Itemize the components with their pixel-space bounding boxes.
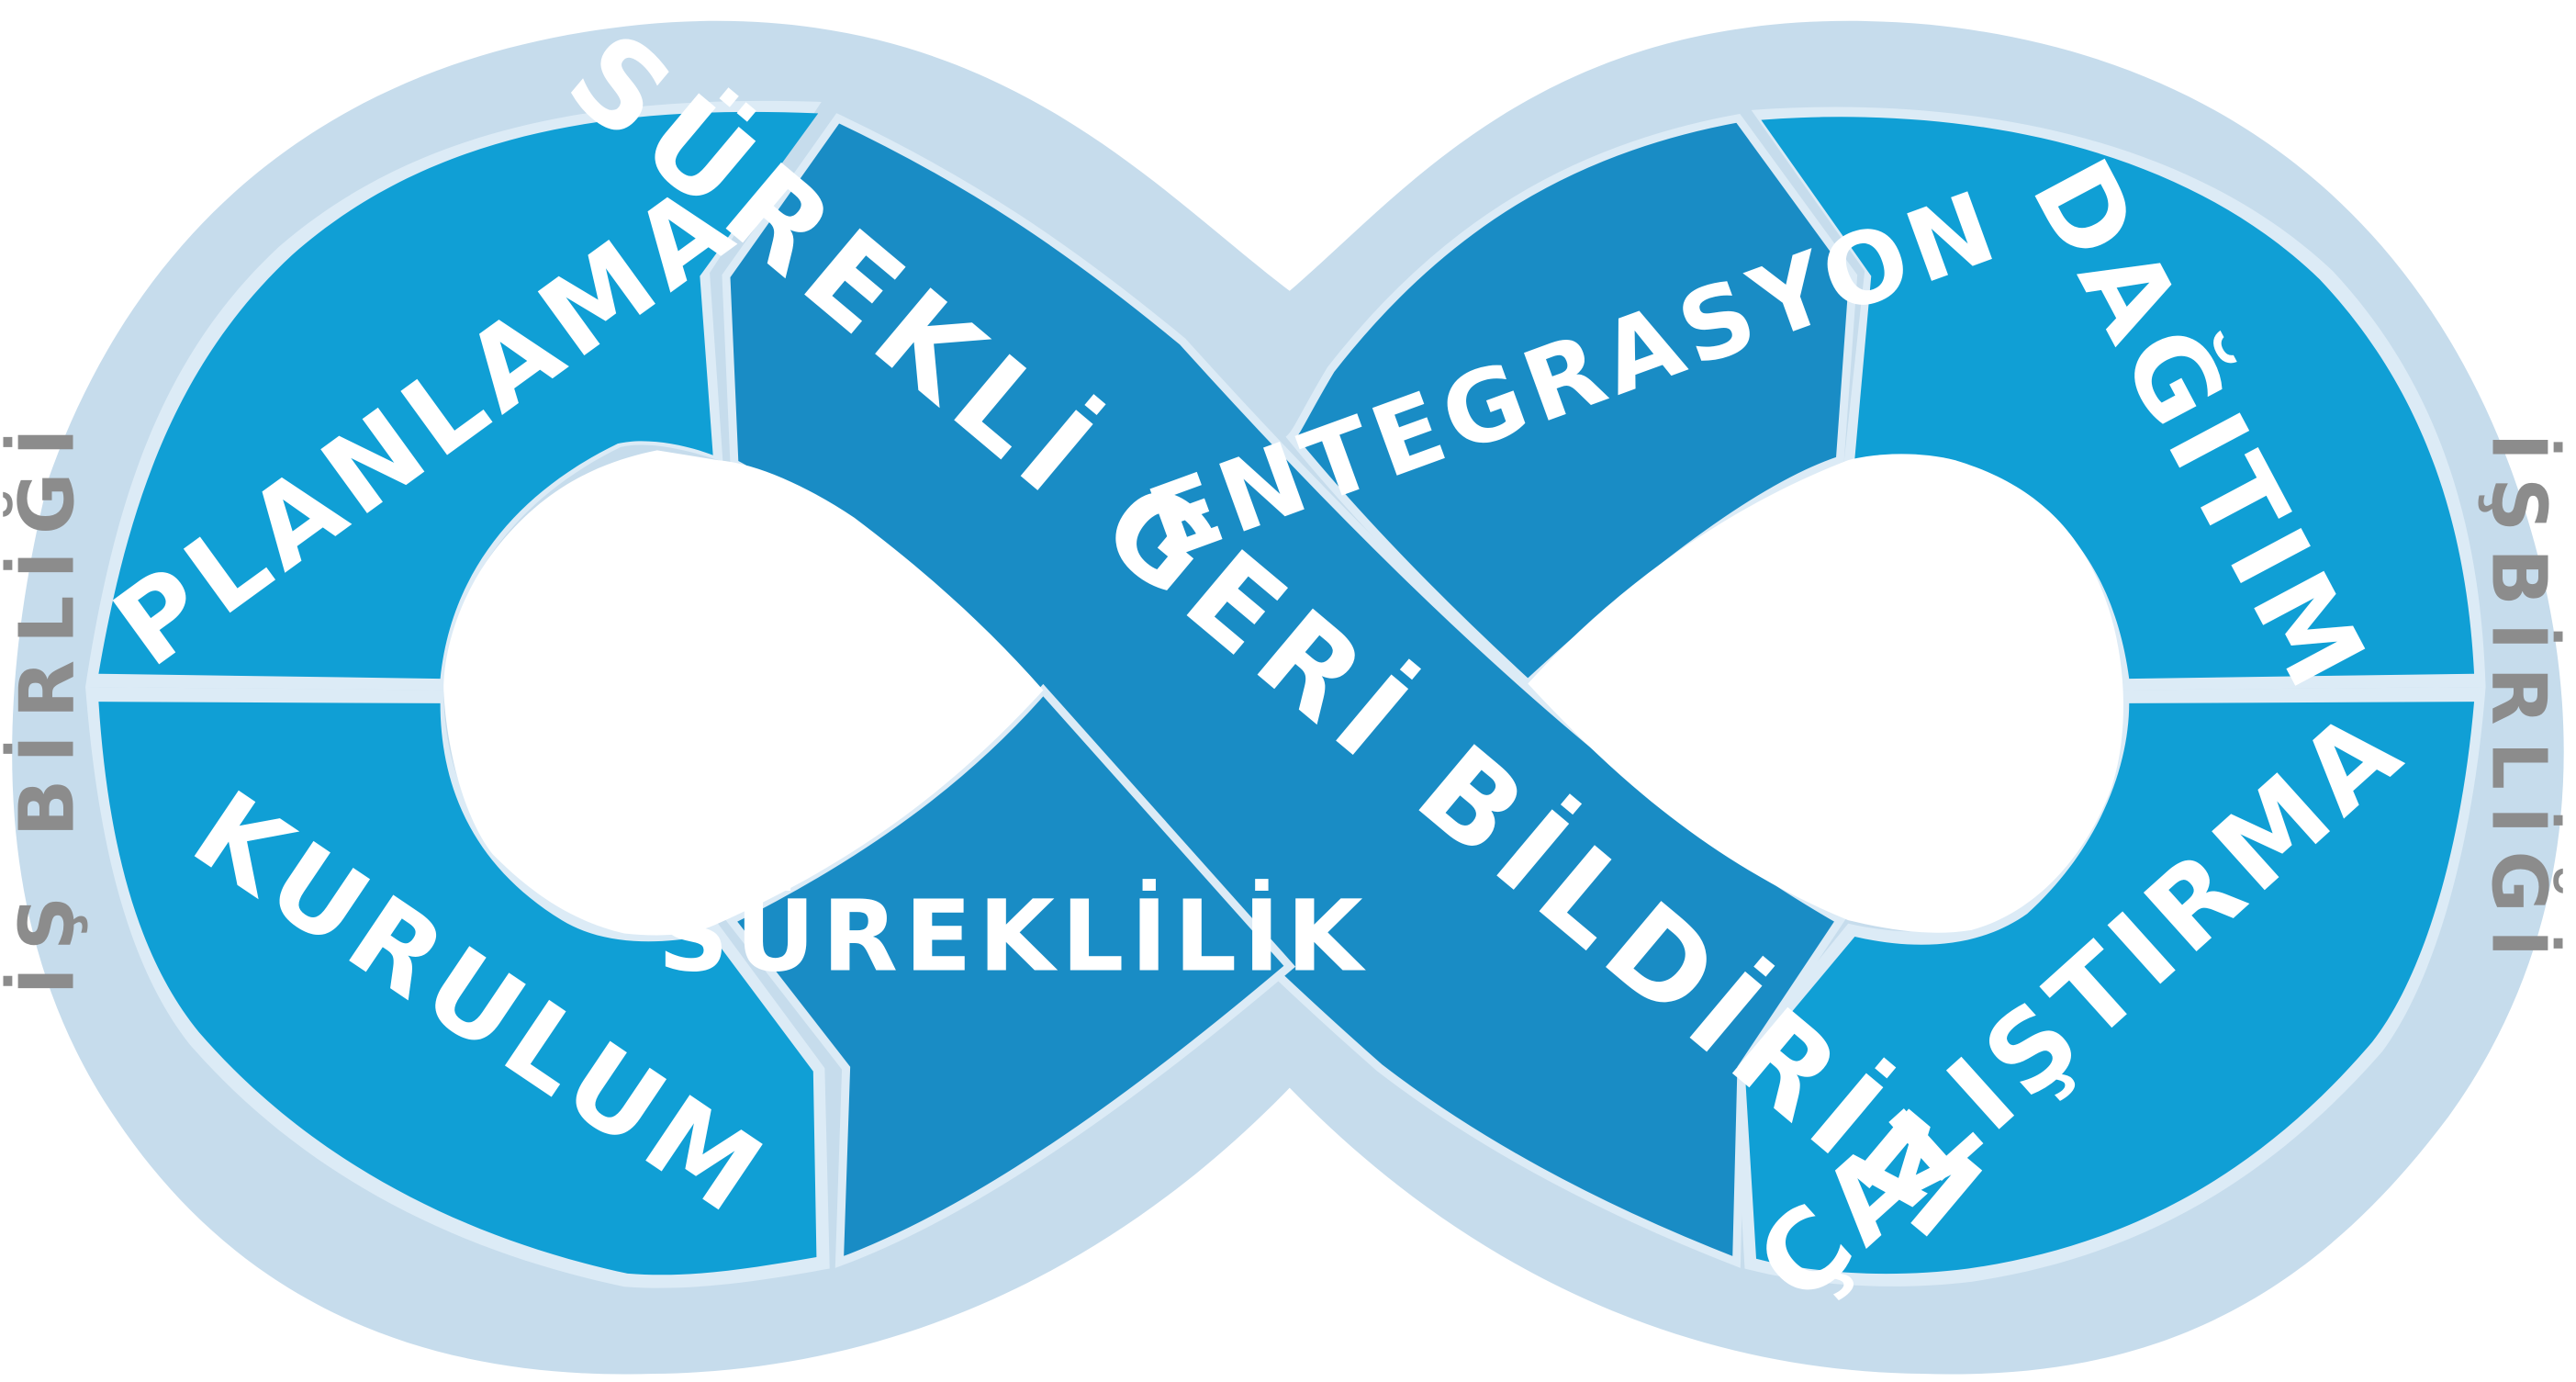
- hole-left: [443, 450, 1044, 936]
- middle-band-sureklilik: [724, 683, 1296, 1268]
- infinity-holes: [443, 450, 2123, 936]
- segment-dagitim: [1761, 117, 2475, 680]
- outer-segments: [98, 111, 2475, 1275]
- segment-kurulum: [98, 702, 817, 1275]
- segment-planlama: [98, 111, 819, 680]
- hole-right: [1528, 454, 2123, 933]
- label-sureklilik: SÜREKLİLİK: [658, 879, 1370, 994]
- segment-calistirma: [1744, 702, 2475, 1275]
- label-is-birligi-right: İŞBİRLİĞİ: [2475, 433, 2564, 973]
- label-is-birligi-left: İŞ BİRLİĞİ: [3, 411, 92, 994]
